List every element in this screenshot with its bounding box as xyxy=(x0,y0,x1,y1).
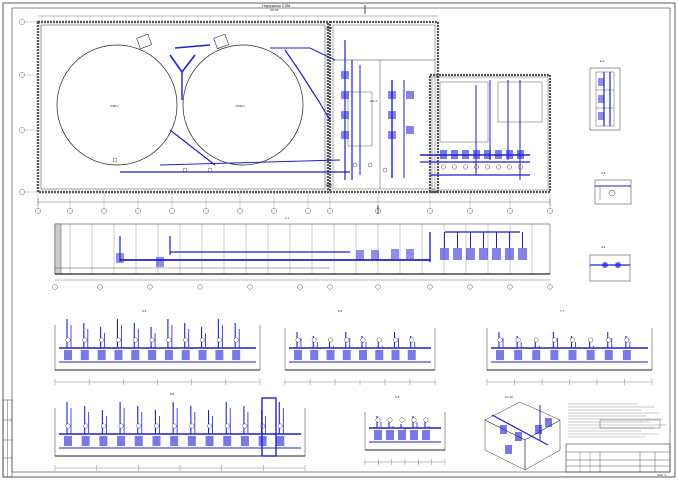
plan-title: Наружная СЗМ xyxy=(262,3,291,8)
general-notes xyxy=(568,403,667,438)
detail-valve-b xyxy=(589,254,631,282)
section-5-title: 5-5 xyxy=(142,309,147,313)
detail-valve-a xyxy=(594,179,632,205)
main-plan xyxy=(19,5,553,214)
pump-station-label: НС-1 xyxy=(370,99,378,103)
pump-hall-wall xyxy=(428,73,552,194)
section-8-title: 8-8 xyxy=(170,392,175,396)
section-6-title: 6-6 xyxy=(338,309,343,313)
section-3-title: 3-3 xyxy=(601,171,606,175)
section-4-title: 4-4 xyxy=(601,245,606,249)
inner-frame xyxy=(11,7,671,473)
sections-row-3 xyxy=(54,397,561,471)
tank-building-wall xyxy=(36,20,330,194)
section-2-title: 2-2 xyxy=(600,59,605,63)
section-7-title: 7-7 xyxy=(560,309,565,313)
plan-scale: М1:50 xyxy=(270,8,279,12)
page-number: Лист 3 xyxy=(657,473,667,477)
section-10-title: 10-10 xyxy=(505,395,513,399)
pump-house-wall xyxy=(328,20,440,194)
section-1-1 xyxy=(52,223,553,290)
section-9-title: 9-9 xyxy=(395,395,400,399)
tank-2-label: РЧВ-2 xyxy=(236,104,245,108)
detail-riser xyxy=(589,67,621,131)
plan-axes xyxy=(19,19,553,214)
tank-2 xyxy=(182,44,304,166)
tank-1 xyxy=(56,44,178,166)
tank-1-label: РЧВ-1 xyxy=(110,104,119,108)
title-block xyxy=(565,419,671,473)
plan-pumps xyxy=(112,71,524,173)
sections-row-2 xyxy=(54,319,653,385)
section-1-title: 1-1 xyxy=(285,216,290,220)
